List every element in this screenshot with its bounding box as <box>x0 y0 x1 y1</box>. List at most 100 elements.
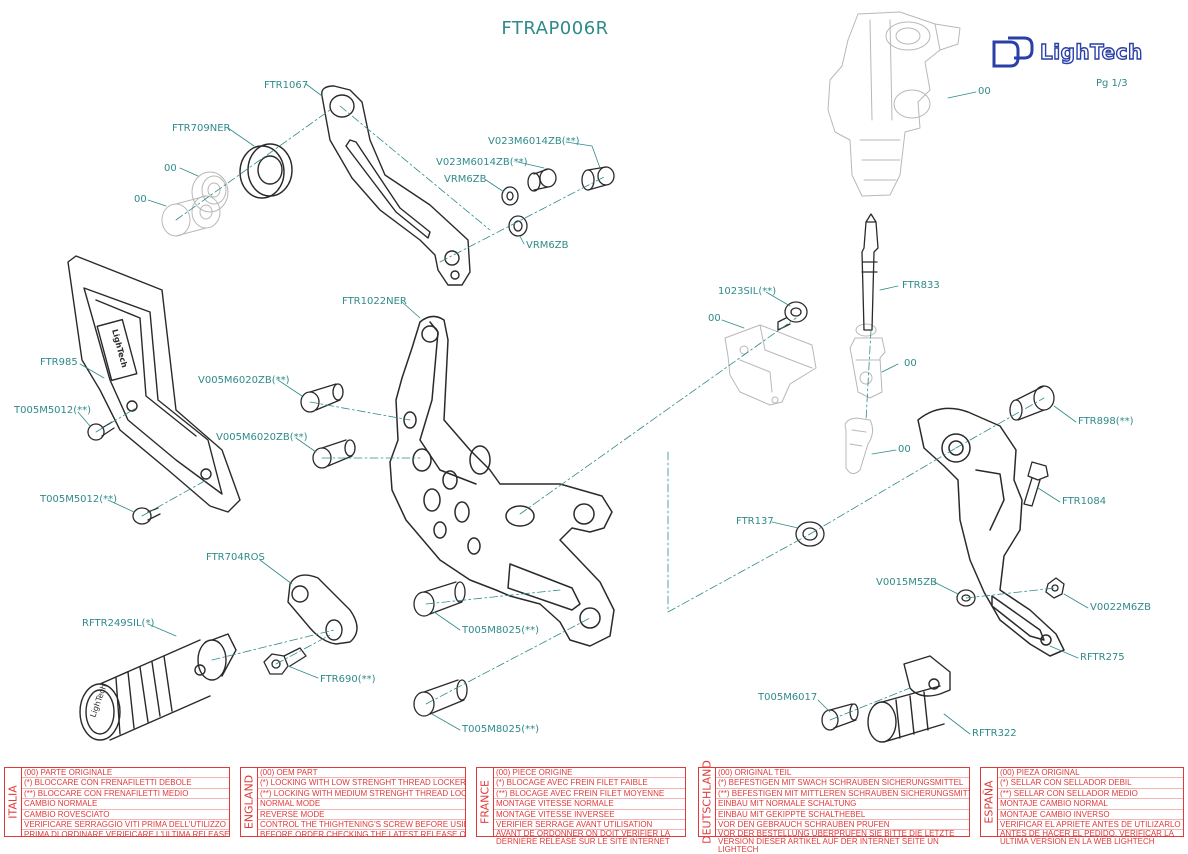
vrm6zb-washers <box>501 186 528 237</box>
label-ftr1084: FTR1084 <box>1062 496 1107 507</box>
oem-washer <box>191 171 229 213</box>
legend-row: (*) BLOCCARE CON FRENAFILETTI DEBOLE <box>22 778 229 789</box>
t005m5012-screw-lower <box>132 507 161 525</box>
legend-row: MONTAGE VITESSE INVERSEE <box>494 810 685 820</box>
legend-row: NORMAL MODE <box>258 799 465 810</box>
label-oem-bush-top: 00 <box>164 163 177 174</box>
s1023sil-bolt <box>777 301 808 331</box>
legend-language: ENGLAND <box>241 768 258 836</box>
t005m8025-screw-lower <box>413 679 468 717</box>
v0022m6zb-nut <box>1045 577 1065 599</box>
legend-row: (**) BEFESTIGEN MIT MITTLEREN SCHRAUBEN … <box>716 788 969 800</box>
legend-italia: ITALIA (00) PARTE ORIGINALE (*) BLOCCARE… <box>4 767 230 840</box>
legend-language: FRANCE <box>477 768 494 836</box>
legend-row: (**) SELLAR CON SELLADOR MEDIO <box>998 789 1183 800</box>
legend-row: BEFORE ORDER CHECKING THE LATEST RELEASE… <box>260 830 465 840</box>
ftr690-nut <box>263 647 307 675</box>
legend-row: CAMBIO NORMALE <box>22 799 229 810</box>
rftr322-shift-peg <box>867 655 951 743</box>
oem-bracket <box>724 324 817 406</box>
label-ftr709ner: FTR709NER <box>172 123 231 134</box>
oem-bushing-small <box>161 195 221 237</box>
label-ftr137: FTR137 <box>736 516 774 527</box>
label-rftr249sil: RFTR249SIL(*) <box>82 618 155 629</box>
oem-master-cylinder <box>827 11 961 197</box>
legend-row: ANTES DE HACER EL PEDIDO, VERIFICAR LA U… <box>1000 830 1174 847</box>
label-1023sil: 1023SIL(**) <box>718 286 777 297</box>
legend-row: PRIMA DI ORDINARE VERIFICARE L'ULTIMA RE… <box>24 830 229 840</box>
label-ftr985: FTR985 <box>40 357 78 368</box>
label-v0022m6zb: V0022M6ZB <box>1090 602 1151 613</box>
ftr709ner-bushing <box>239 143 293 199</box>
legend-england: ENGLAND (00) OEM PART (*) LOCKING WITH L… <box>240 767 466 840</box>
label-oem-clip: 00 <box>898 444 911 455</box>
oem-clip <box>844 417 874 474</box>
label-ftr833: FTR833 <box>902 280 940 291</box>
legend-row: EINBAU MIT NORMALE SCHALTUNG <box>716 799 969 810</box>
legend-language: ESPAÑA <box>981 768 998 836</box>
legend-row: MONTAGE VITESSE NORMALE <box>494 799 685 810</box>
rftr275-shift-lever <box>917 407 1065 657</box>
label-v0015m5zb: V0015M5ZB <box>876 577 937 588</box>
t005m5012-screw-upper <box>87 421 115 441</box>
v005-screw-upper <box>300 383 344 413</box>
label-v005-lower: V005M6020ZB(**) <box>216 432 308 443</box>
ftr833-rod <box>861 213 879 331</box>
legend-france: FRANCE (00) PIECE ORIGINE (*) BLOCAGE AV… <box>476 767 686 846</box>
legend-language: DEUTSCHLAND <box>699 760 716 844</box>
legend-row: CAMBIO ROVESCIATO <box>22 810 229 820</box>
ftr704ros-eccentric <box>287 574 358 645</box>
legend-row: (*) LOCKING WITH LOW STRENGHT THREAD LOC… <box>258 778 465 789</box>
ftr1084-bolt <box>1023 461 1049 507</box>
legend-row: AVANT DE ORDONNER ON DOIT VERIFIER LA DE… <box>496 830 670 847</box>
label-ftr690: FTR690(**) <box>320 674 376 685</box>
legend-row: (00) ORIGINAL TEIL <box>716 768 969 779</box>
label-ftr1022ner: FTR1022NER <box>342 296 407 307</box>
legend-row: REVERSE MODE <box>258 810 465 820</box>
legend-row: MONTAJE CAMBIO NORMAL <box>998 799 1183 810</box>
legend-row: VOR DER BESTELLUNG ÜBERPRÜFEN SIE BITTE … <box>718 830 955 854</box>
legend-row: (*) SELLAR CON SELLADOR DEBIL <box>998 778 1183 789</box>
legend-row: VERIFICARE SERRAGGIO VITI PRIMA DELL'UTI… <box>22 820 229 831</box>
legend-deutschland: DEUTSCHLAND (00) ORIGINAL TEIL (*) BEFES… <box>698 760 970 854</box>
v023-screw-upper <box>581 166 615 191</box>
label-ftr1067: FTR1067 <box>264 80 309 91</box>
page-number: Pg 1/3 <box>1096 78 1128 89</box>
label-vrm6zb-left: VRM6ZB <box>444 174 487 185</box>
legend-row: VERIFICAR EL APRIETE ANTES DE UTILIZARLO <box>998 820 1183 831</box>
label-vrm6zb-right: VRM6ZB <box>526 240 569 251</box>
legend-row: EINBAU MIT GEKIPPTE SCHALTHEBEL <box>716 810 969 820</box>
label-v023-upper: V023M6014ZB(**) <box>488 136 580 147</box>
legend-row: VOR DEN GEBRAUCH SCHRAUBEN PRUFEN <box>716 820 969 831</box>
legend-row: CONTROL THE THIGHTENING'S SCREW BEFORE U… <box>258 819 465 831</box>
label-ftr898: FTR898(**) <box>1078 416 1134 427</box>
legend-espana: ESPAÑA (00) PIEZA ORIGINAL (*) SELLAR CO… <box>980 767 1184 846</box>
v005-screw-lower <box>312 439 356 469</box>
oem-clevis <box>849 323 886 399</box>
legend-row: (00) PIECE ORIGINE <box>494 768 685 779</box>
ftr898-pivot-bolt <box>1009 385 1055 421</box>
label-v023-lower: V023M6014ZB(**) <box>436 157 528 168</box>
label-v005-upper: V005M6020ZB(**) <box>198 375 290 386</box>
assembly-centerlines <box>95 105 1056 721</box>
lightech-logo <box>992 36 1034 68</box>
ftr985-heel-guard <box>67 255 241 513</box>
t005m6017-screw <box>821 703 859 731</box>
legend-row: (00) PIEZA ORIGINAL <box>998 768 1183 779</box>
brand-name: LighTech <box>1039 39 1143 64</box>
rftr249sil-footpeg <box>79 633 237 741</box>
legend-row: (**) BLOCCARE CON FRENAFILETTI MEDIO <box>22 789 229 800</box>
t005m8025-screw-upper <box>413 581 466 617</box>
ftr1067-brake-lever-arm <box>321 85 471 286</box>
legend-row: (*) BLOCAGE AVEC FREIN FILET FAIBLE <box>494 778 685 789</box>
legend-language: ITALIA <box>5 768 22 836</box>
legend-row: VERIFIER SERRAGE AVANT UTILISATION <box>494 820 685 831</box>
label-t005m5012-lower: T005M5012(**) <box>40 494 118 505</box>
legend-row: MONTAJE CAMBIO INVERSO <box>998 810 1183 820</box>
label-oem-bush-bottom: 00 <box>134 194 147 205</box>
v0015m5zb-washer <box>956 589 976 607</box>
ftr1022ner-rearset-plate <box>389 315 615 647</box>
legend-row: (*) BEFESTIGEN MIT SWACH SCHRAUBEN SICHE… <box>716 778 969 789</box>
label-ftr704ros: FTR704ROS <box>206 552 265 563</box>
